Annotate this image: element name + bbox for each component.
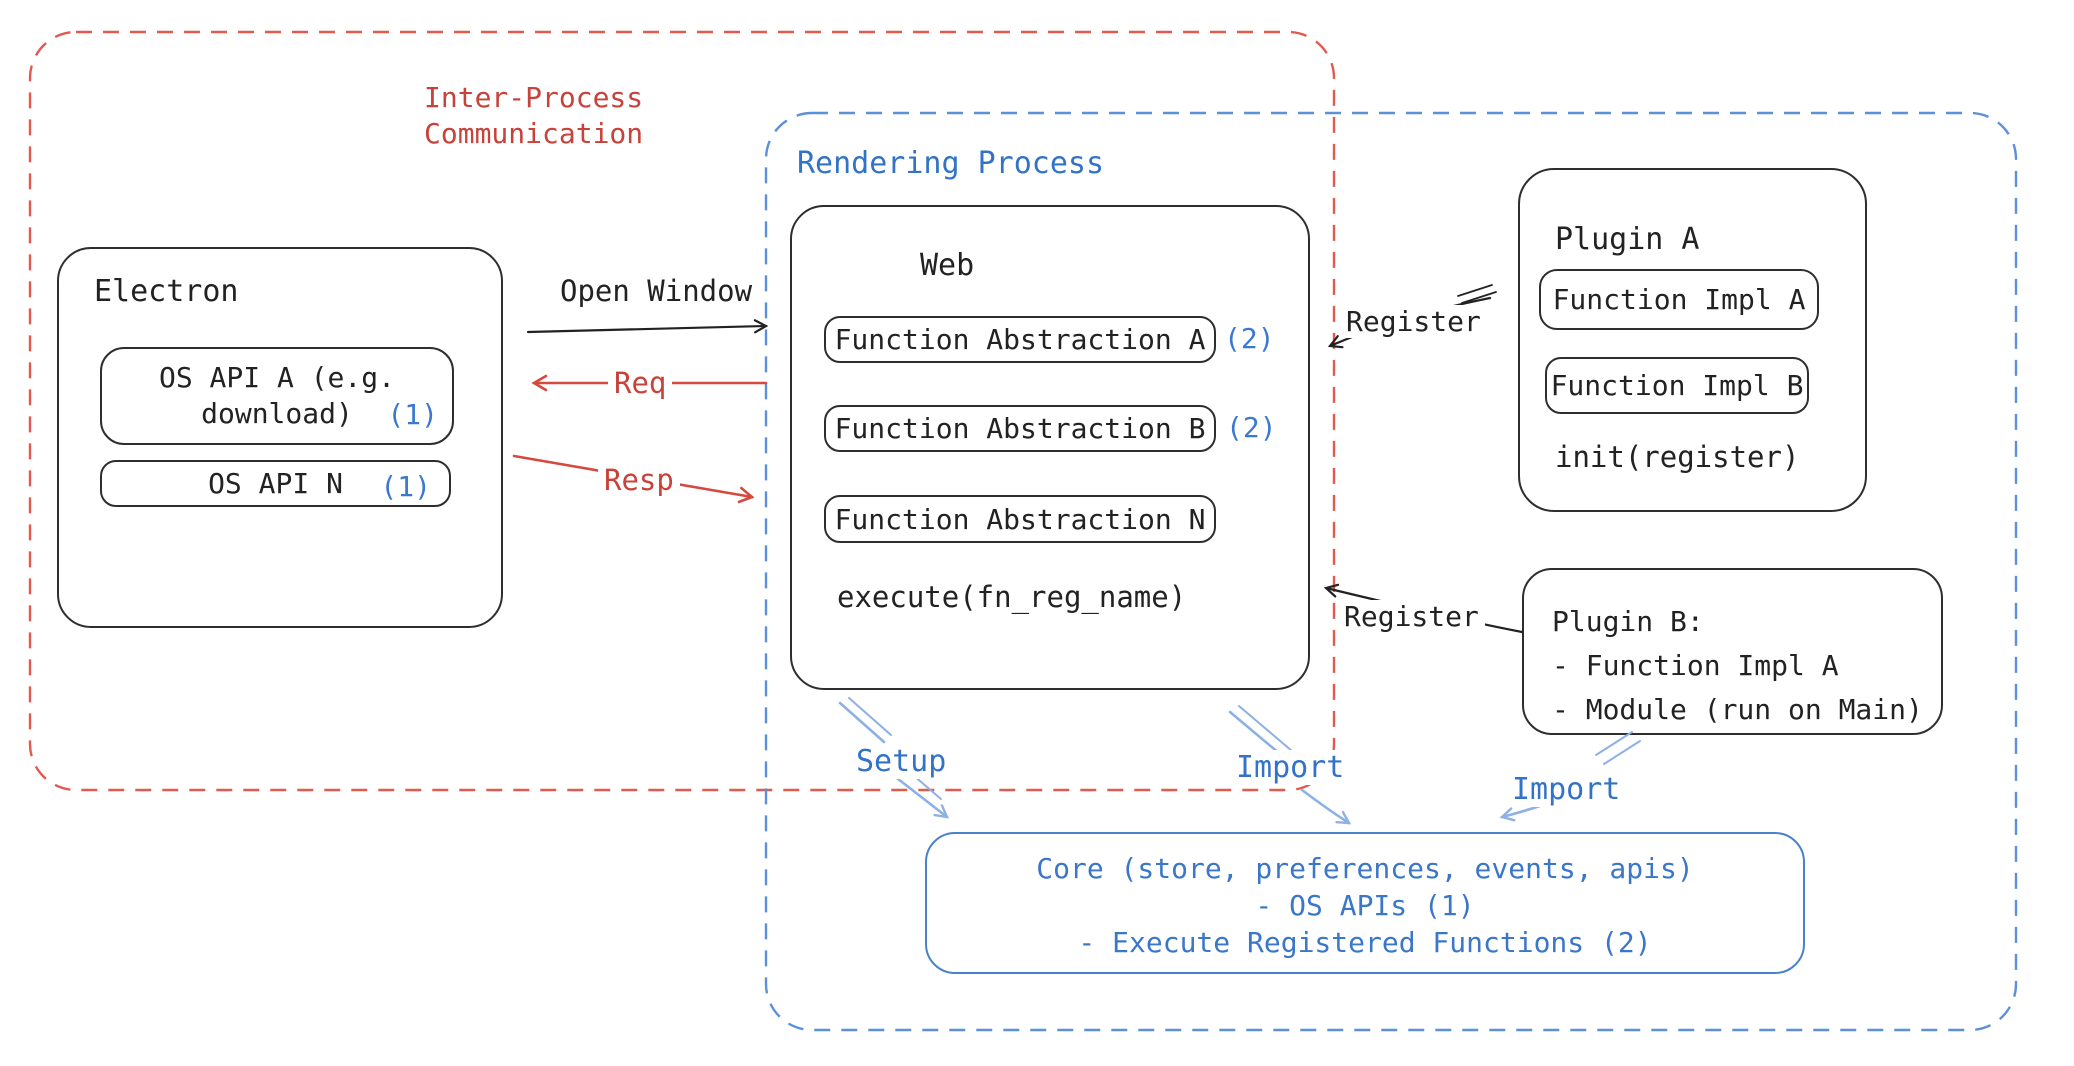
setup-label: Setup	[850, 744, 953, 779]
resp-label: Resp	[598, 463, 680, 497]
core-box: Core (store, preferences, events, apis) …	[925, 832, 1805, 974]
function-impl-a-box: Function Impl A	[1539, 269, 1819, 330]
plugin-b-title: Plugin B:	[1552, 605, 1704, 638]
os-api-a-box: OS API A (e.g. download) (1)	[100, 347, 454, 445]
req-label: Req	[608, 366, 673, 400]
function-abstraction-n-box: Function Abstraction N	[824, 495, 1216, 543]
os-api-a-label: OS API A (e.g. download)	[158, 361, 395, 430]
import-plugin-label: Import	[1506, 772, 1627, 807]
function-abstraction-a-badge: (2)	[1224, 322, 1275, 355]
web-title: Web	[920, 248, 975, 283]
os-api-n-box: OS API N (1)	[100, 460, 451, 507]
init-register-label: init(register)	[1555, 440, 1800, 474]
open-window-arrow	[526, 319, 769, 334]
function-abstraction-a-box: Function Abstraction A	[824, 316, 1216, 363]
electron-box: Electron OS API A (e.g. download) (1) OS…	[57, 247, 503, 628]
function-impl-b-box: Function Impl B	[1545, 357, 1809, 414]
import-web-label: Import	[1230, 750, 1351, 785]
plugin-b-box: Plugin B: - Function Impl A - Module (ru…	[1522, 568, 1943, 735]
rendering-process-label: Rendering Process	[797, 146, 1105, 181]
open-window-label: Open Window	[560, 274, 753, 308]
os-api-a-badge: (1)	[387, 398, 438, 431]
core-item-os-apis: - OS APIs (1)	[1255, 889, 1475, 922]
function-abstraction-b-badge: (2)	[1226, 411, 1277, 444]
os-api-n-badge: (1)	[380, 470, 431, 503]
plugin-b-item-module: - Module (run on Main)	[1552, 693, 1923, 726]
function-impl-a-label: Function Impl A	[1552, 283, 1806, 316]
os-api-n-label: OS API N	[208, 467, 343, 500]
core-title: Core (store, preferences, events, apis)	[1036, 852, 1694, 885]
register-b-label: Register	[1338, 600, 1485, 633]
execute-label: execute(fn_reg_name)	[837, 580, 1187, 614]
function-impl-b-label: Function Impl B	[1550, 369, 1804, 402]
electron-title: Electron	[94, 274, 239, 309]
plugin-a-title: Plugin A	[1555, 222, 1700, 257]
plugin-a-box: Plugin A Function Impl A Function Impl B…	[1518, 168, 1867, 512]
function-abstraction-a-label: Function Abstraction A	[834, 323, 1206, 356]
register-a-label: Register	[1340, 305, 1487, 338]
plugin-b-item-function-impl-a: - Function Impl A	[1552, 649, 1839, 682]
core-item-execute-registered: - Execute Registered Functions (2)	[1078, 926, 1652, 959]
function-abstraction-n-label: Function Abstraction N	[834, 502, 1206, 536]
web-box: Web Function Abstraction A (2) Function …	[790, 205, 1310, 690]
function-abstraction-b-label: Function Abstraction B	[834, 412, 1206, 445]
ipc-label: Inter-Process Communication	[424, 81, 644, 150]
function-abstraction-b-box: Function Abstraction B	[824, 405, 1216, 452]
